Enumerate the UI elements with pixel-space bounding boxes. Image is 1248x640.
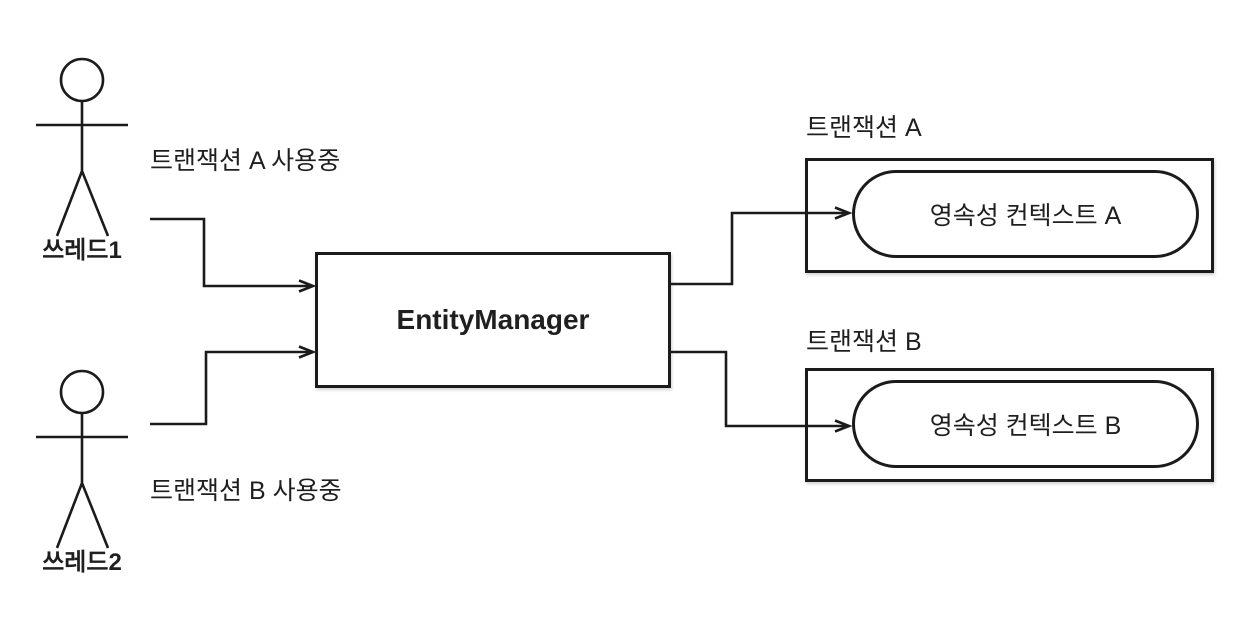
- actor-label-thread2: 쓰레드2: [42, 549, 122, 576]
- persistence-context-b: 영속성 컨텍스트 B: [852, 380, 1199, 468]
- entity-manager-box: EntityManager: [315, 252, 671, 388]
- actor-head: [59, 57, 105, 103]
- actor-body: [36, 101, 128, 237]
- status-label-thread1: 트랜잭션 A 사용중: [150, 147, 341, 175]
- transaction-a-title: 트랜잭션 A: [806, 114, 922, 142]
- connector-thread2-to-entitymanager: [150, 345, 317, 426]
- status-label-thread2: 트랜잭션 B 사용중: [150, 477, 342, 505]
- actor-figure-thread2: [36, 369, 128, 549]
- actor-label-thread1: 쓰레드1: [42, 237, 122, 264]
- connector-thread1-to-entitymanager: [150, 217, 317, 293]
- actor-body: [36, 413, 128, 549]
- entity-manager-label: EntityManager: [396, 304, 590, 335]
- persistence-context-b-label: 영속성 컨텍스트 B: [929, 412, 1122, 440]
- actor-head: [59, 369, 105, 415]
- actor-figure-thread1: [36, 57, 128, 237]
- transaction-b-title: 트랜잭션 B: [806, 328, 922, 356]
- persistence-context-a: 영속성 컨텍스트 A: [852, 170, 1199, 258]
- persistence-context-a-label: 영속성 컨텍스트 A: [929, 202, 1122, 230]
